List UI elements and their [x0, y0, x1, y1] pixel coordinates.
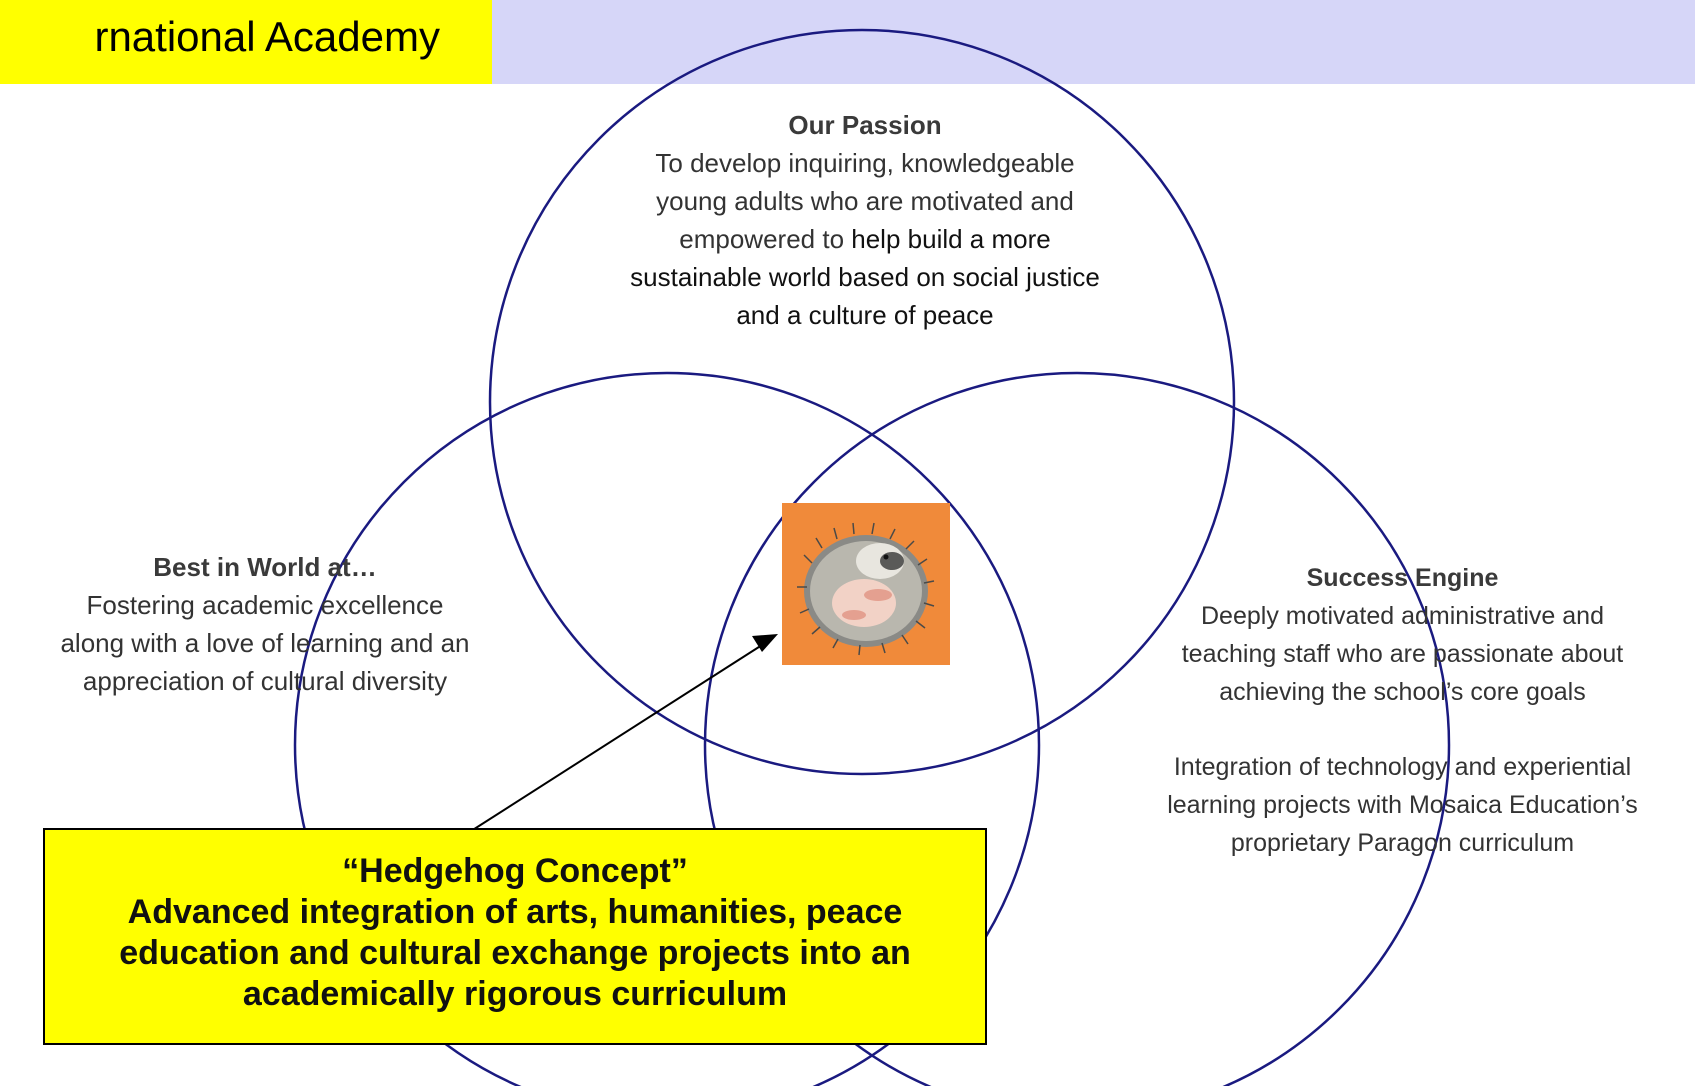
- best-line-2: along with a love of learning and an: [60, 628, 470, 658]
- passion-heading: Our Passion: [788, 110, 942, 140]
- passion-line-3a: empowered to: [679, 224, 845, 254]
- passion-line-3b: help build a more: [851, 224, 1051, 254]
- passion-text: Our Passion To develop inquiring, knowle…: [565, 106, 1165, 334]
- best-text: Best in World at… Fostering academic exc…: [0, 548, 530, 700]
- success-heading: Success Engine: [1306, 564, 1499, 592]
- title-box: rnational Academy: [0, 0, 492, 84]
- pointer-arrow-line: [467, 644, 763, 834]
- passion-line-5: and a culture of peace: [736, 300, 994, 330]
- success-text: Success Engine Deeply motivated administ…: [1120, 559, 1685, 862]
- concept-line-3: academically rigorous curriculum: [242, 975, 788, 1013]
- page-title: rnational Academy: [94, 13, 440, 60]
- passion-line-1: To develop inquiring, knowledgeable: [655, 148, 1075, 178]
- passion-line-4: sustainable world based on social justic…: [630, 262, 1100, 292]
- success-line-2: teaching staff who are passionate about: [1181, 640, 1624, 668]
- success-line-6: proprietary Paragon curriculum: [1230, 829, 1575, 857]
- success-line-3: achieving the school’s core goals: [1219, 678, 1586, 706]
- pointer-arrowhead: [752, 634, 778, 652]
- hedgehog-icon: [782, 503, 950, 665]
- circle-best: [293, 371, 1041, 1086]
- best-line-3: appreciation of cultural diversity: [82, 666, 448, 696]
- success-line-1: Deeply motivated administrative and: [1201, 602, 1604, 630]
- circle-success: [703, 371, 1451, 1086]
- best-line-1: Fostering academic excellence: [86, 590, 444, 620]
- circle-passion: [488, 28, 1236, 776]
- hedgehog-concept-box: “Hedgehog Concept” Advanced integration …: [43, 828, 987, 1045]
- success-line-4: Integration of technology and experienti…: [1173, 753, 1632, 781]
- concept-line-1: Advanced integration of arts, humanities…: [127, 893, 903, 931]
- concept-title: “Hedgehog Concept”: [342, 852, 688, 890]
- concept-line-2: education and cultural exchange projects…: [119, 934, 911, 972]
- success-paragraph-2: Integration of technology and experienti…: [1120, 748, 1685, 862]
- passion-line-2: young adults who are motivated and: [656, 186, 1074, 216]
- best-heading: Best in World at…: [153, 552, 377, 582]
- success-line-5: learning projects with Mosaica Education…: [1167, 791, 1638, 819]
- hedgehog-image: [782, 503, 950, 665]
